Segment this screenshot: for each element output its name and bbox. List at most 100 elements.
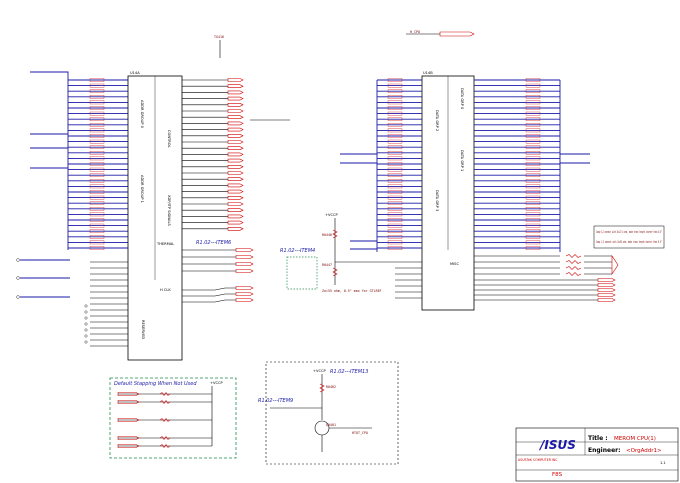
addr-net-tag [89, 156, 105, 161]
data-net-tag-left [387, 100, 403, 105]
cpu-u14b: U14B DATA GRP 0 DATA GRP 1 DATA GRP 2 DA… [421, 71, 475, 311]
reserved-test-point [84, 334, 88, 338]
ctrl-net-flag [227, 220, 244, 225]
data-net-tag-right [525, 190, 541, 194]
section-dg1: DATA GRP 1 [460, 150, 464, 171]
data-net-tag-left [387, 78, 403, 82]
u14a-right-nets [182, 78, 290, 303]
ctrl-net-flag [227, 90, 244, 95]
data-net-tag-right [525, 134, 541, 138]
strap-net-flag [117, 418, 140, 422]
addr-net-tag [89, 235, 105, 239]
comp-resistor [565, 260, 582, 264]
thermtrip-box: +VCCP R0462 Q0401 HTOT_CPU [265, 361, 399, 465]
hclk-wire [182, 299, 236, 303]
thermal-net-flag [235, 248, 254, 252]
strap-resistor [159, 435, 171, 441]
comp-resistor [565, 266, 582, 270]
data-net-tag-right [525, 218, 541, 222]
section-addr1: ADDR GROUP 1 [140, 175, 144, 203]
data-net-tag-left [387, 173, 403, 177]
addr-net-tag [89, 240, 105, 245]
u14a-ref: U14A [130, 71, 140, 75]
data-net-tag-right [525, 100, 541, 105]
data-net-tag-right [525, 111, 541, 116]
data-net-tag-left [387, 134, 403, 138]
strap-net-flag [117, 400, 140, 404]
data-net-tag-left [387, 235, 403, 239]
ctrl-net-flag [227, 165, 244, 169]
strap-resistor [159, 417, 171, 423]
data-net-tag-left [387, 229, 403, 233]
addr-net-tag [89, 106, 105, 110]
left-test-points [16, 258, 88, 344]
ctrl-net-flag [227, 146, 244, 150]
data-net-tag-right [525, 195, 541, 200]
item9-label: R1.02---ITEM9 [258, 398, 293, 404]
strap-net-flag [117, 392, 140, 396]
ctrl-net-flag [227, 78, 244, 82]
comp-note-b: Comp 1,3 connect with Zo=55 ohm, make tr… [596, 240, 662, 244]
cpu-top-label: H_CPU [410, 30, 420, 34]
reserved-test-point [84, 322, 88, 326]
strap-net-flag [117, 436, 140, 440]
svg-text:TG416: TG416 [214, 35, 224, 39]
strap-resistor [159, 399, 171, 405]
strapping-box: Default Stapping When Not Used +VCCP [109, 377, 237, 459]
data-net-tag-left [387, 95, 403, 99]
section-reserved: RESERVED [141, 320, 145, 339]
data-net-tag-left [387, 145, 403, 149]
misc-net-flag [597, 298, 616, 302]
ctrl-net-flag [227, 202, 244, 206]
data-net-tag-right [525, 156, 541, 161]
addr-net-tag [89, 83, 105, 88]
data-net-tag-right [525, 139, 541, 144]
addr-net-tag [89, 117, 105, 121]
address-wires [68, 78, 128, 347]
ctrl-net-flag [227, 96, 244, 101]
ctrl-net-flag [227, 227, 244, 231]
data-net-tag-left [387, 218, 403, 222]
section-misc: MISC [450, 262, 459, 266]
trace-note: Zo=55 ohm, 0.5" max for GTLREF [322, 289, 382, 293]
data-net-tag-left [387, 179, 403, 183]
data-net-tag-right [525, 145, 541, 149]
ctrl-net-flag [227, 171, 244, 175]
data-net-tag-right [525, 235, 541, 239]
addr-net-tag [89, 145, 105, 149]
section-control: CONTROL [167, 130, 171, 148]
data-net-tag-left [387, 240, 403, 245]
addr-net-tag [89, 201, 105, 205]
ctrl-net-flag [227, 140, 244, 144]
data-net-tag-right [525, 173, 541, 177]
item-tags: R1.02---ITEM6 R1.02---ITEM4 R1.02---ITEM… [196, 240, 368, 404]
misc-net-flag [597, 288, 616, 292]
data-net-tag-right [525, 162, 541, 166]
comp-gnd [611, 255, 619, 275]
ctrl-net-flag [227, 127, 244, 132]
data-net-tag-right [525, 229, 541, 233]
data-net-tag-right [525, 223, 541, 228]
data-net-tag-right [525, 78, 541, 82]
addr-net-tag [89, 139, 105, 144]
data-net-tag-left [387, 151, 403, 155]
strap-net-flag [117, 444, 140, 448]
engineer-label: Engineer: [588, 447, 621, 454]
addr-net-tag [89, 184, 105, 189]
title-value: MEROM CPU(1) [614, 436, 656, 442]
data-net-tag-left [387, 111, 403, 116]
u14b-data-wires [377, 78, 560, 299]
title-label: Title : [588, 435, 608, 442]
hclk-wire [182, 293, 236, 297]
addr-net-tag [89, 95, 105, 99]
data-net-tag-left [387, 117, 403, 121]
data-net-tag-left [387, 83, 403, 88]
data-net-tag-left [387, 190, 403, 194]
addr-net-tag [89, 123, 105, 127]
section-xdp: XDP/ITP SIGNALS [167, 195, 171, 226]
data-net-tag-left [387, 89, 403, 93]
data-net-tag-right [525, 117, 541, 121]
comp-note: Comp 0,2 connect with Zo=27.4 ohm, make … [593, 225, 665, 249]
ctrl-net-flag [227, 158, 244, 163]
